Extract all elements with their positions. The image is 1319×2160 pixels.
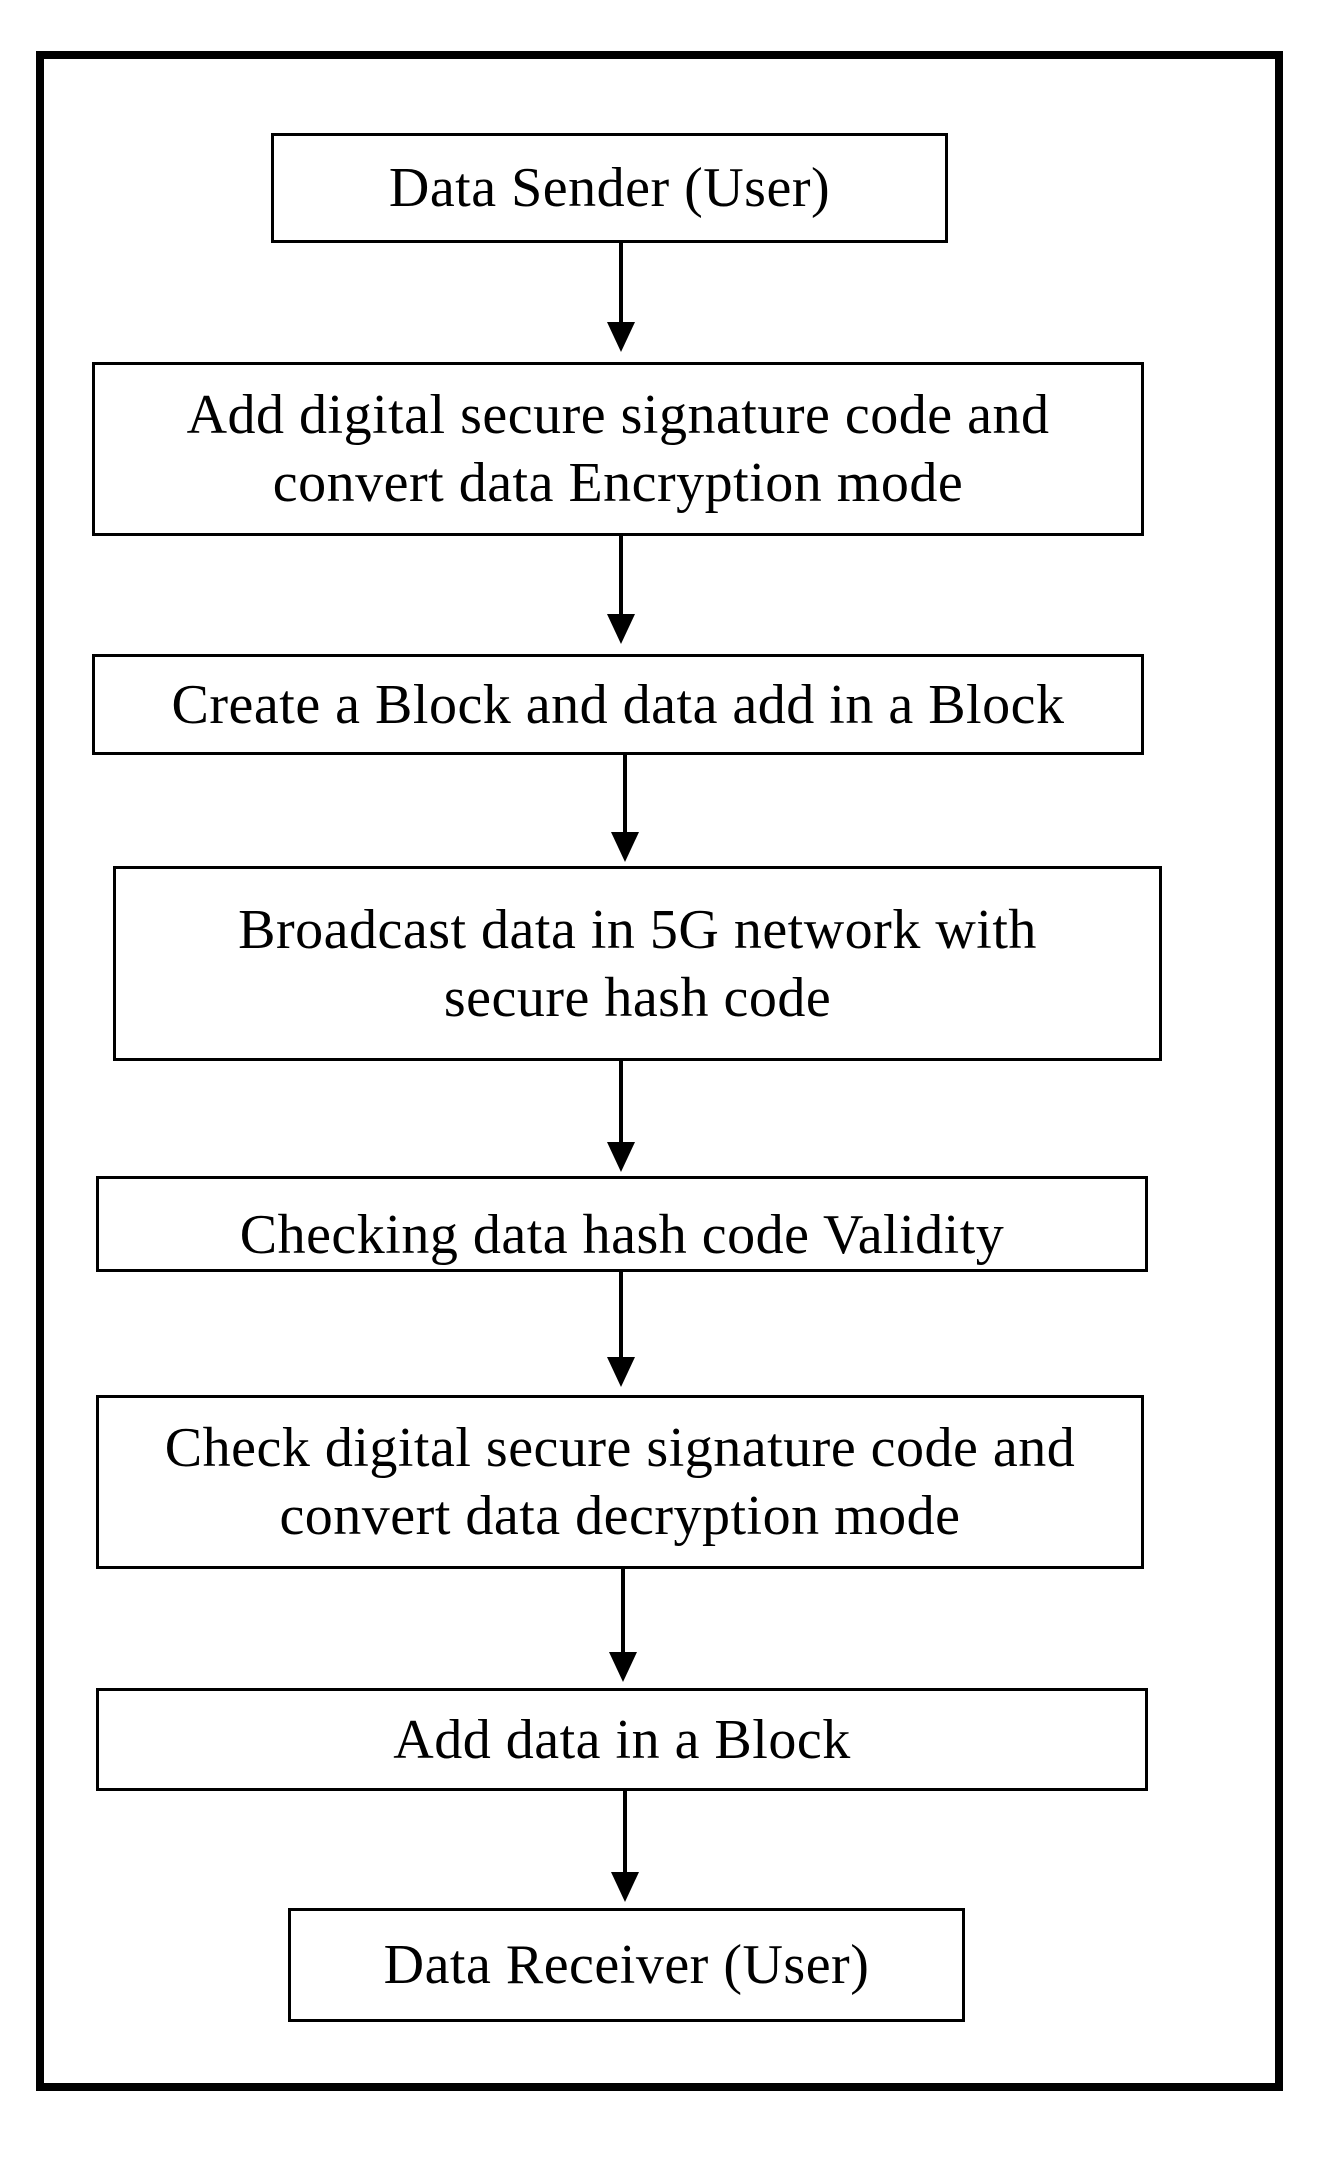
step-line: Data Sender (User) xyxy=(388,157,831,219)
step-line: Check digital secure signature code and xyxy=(164,1417,1076,1479)
step-line: secure hash code xyxy=(443,966,832,1029)
arrowhead-1 xyxy=(607,322,635,352)
step-add-signature-encrypt: Add digital secure signature code and co… xyxy=(92,362,1144,536)
step-broadcast-5g: Broadcast data in 5G network with secure… xyxy=(113,866,1162,1061)
step-line: convert data decryption mode xyxy=(279,1485,961,1547)
arrowhead-7 xyxy=(611,1872,639,1902)
step-data-sender: Data Sender (User) xyxy=(271,133,948,243)
step-line: Create a Block and data add in a Block xyxy=(171,673,1065,736)
step-data-receiver: Data Receiver (User) xyxy=(288,1908,965,2022)
arrowhead-3 xyxy=(611,832,639,862)
arrowhead-6 xyxy=(609,1652,637,1682)
step-line: Checking data hash code Validity xyxy=(239,1204,1005,1266)
step-line: Broadcast data in 5G network with xyxy=(238,898,1037,961)
arrowhead-2 xyxy=(607,614,635,644)
step-check-signature-decrypt: Check digital secure signature code and … xyxy=(96,1395,1144,1569)
step-create-block: Create a Block and data add in a Block xyxy=(92,654,1144,755)
step-check-hash-validity: Checking data hash code Validity xyxy=(96,1176,1148,1272)
step-add-data-block: Add data in a Block xyxy=(96,1688,1148,1791)
step-line: Add digital secure signature code and xyxy=(186,384,1050,446)
step-line: Add data in a Block xyxy=(393,1708,851,1771)
arrowhead-5 xyxy=(607,1357,635,1387)
step-line: convert data Encryption mode xyxy=(272,452,964,514)
arrowhead-4 xyxy=(607,1142,635,1172)
step-line: Data Receiver (User) xyxy=(383,1934,870,1996)
